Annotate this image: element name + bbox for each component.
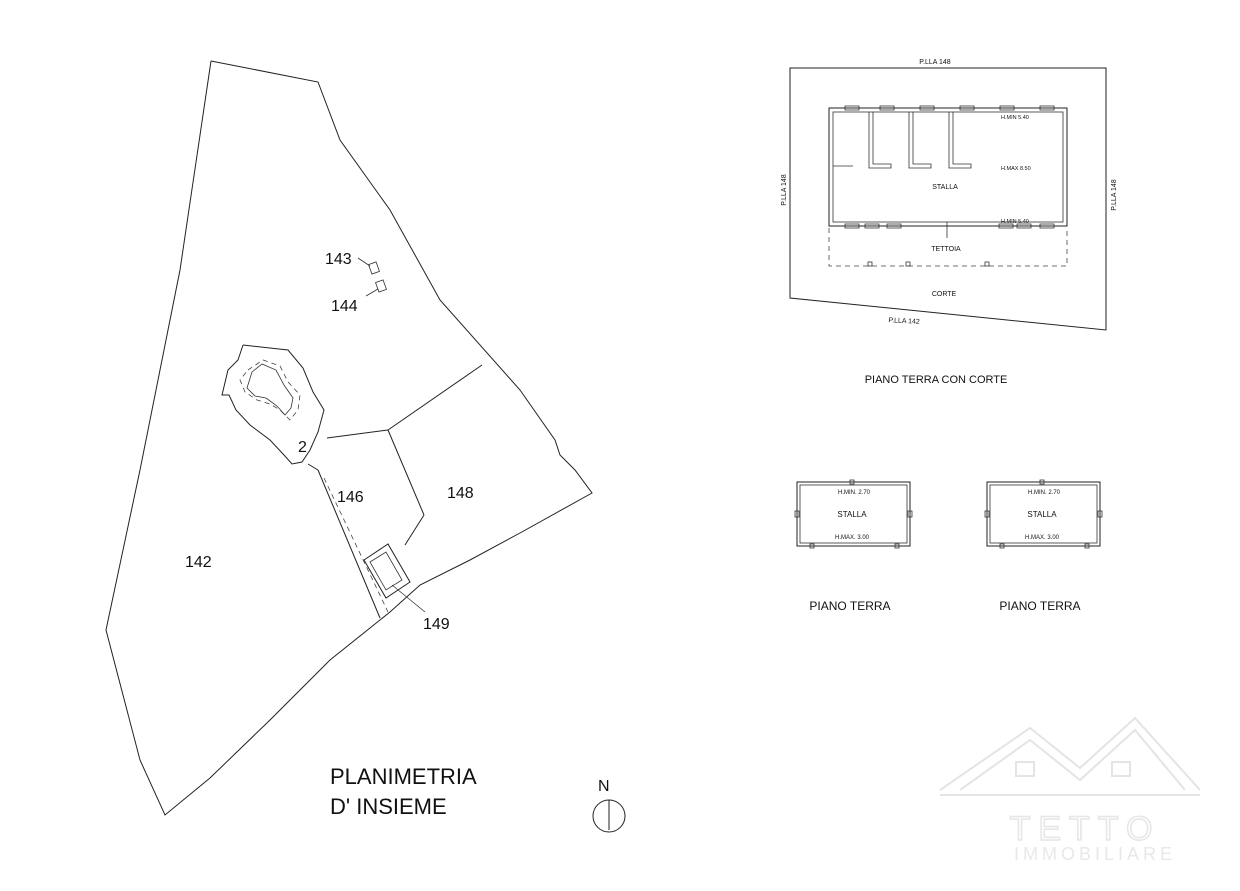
parcel-label-148: 148 bbox=[447, 485, 474, 502]
courtyard-boundary bbox=[789, 67, 1107, 331]
parcel-label-143: 143 bbox=[325, 251, 352, 268]
small-plan-2-room: STALLA bbox=[1027, 510, 1057, 519]
border-label-left: P.LLA 148 bbox=[781, 174, 788, 206]
site-plan: 143 144 2 146 148 142 149 PLANIMETRIA D'… bbox=[105, 60, 626, 833]
site-boundary bbox=[105, 60, 593, 816]
small-plan-2-caption: PIANO TERRA bbox=[999, 599, 1080, 613]
watermark-brand: TETTO bbox=[1010, 810, 1161, 848]
height-label-min-bottom: H.MIN 5.40 bbox=[1001, 219, 1029, 225]
canopy-outline bbox=[828, 228, 1068, 267]
border-label-bottom: P.LLA 142 bbox=[888, 317, 920, 326]
border-label-right: P.LLA 148 bbox=[1111, 179, 1118, 211]
parcel-label-146: 146 bbox=[337, 489, 364, 506]
small-plan-2-hmax: H.MAX. 3.00 bbox=[1025, 535, 1060, 541]
parcel-label-2: 2 bbox=[298, 439, 307, 456]
building-2-dashed bbox=[239, 359, 301, 421]
small-stable-1 bbox=[796, 481, 911, 547]
parcel-label-142: 142 bbox=[185, 554, 212, 571]
parcel-label-144: 144 bbox=[331, 298, 358, 315]
main-plan: P.LLA 148 P.LLA 148 P.LLA 148 P.LLA 142 bbox=[781, 59, 1118, 386]
building-149 bbox=[363, 543, 411, 599]
building-144 bbox=[375, 279, 387, 293]
watermark-logo: TETTO IMMOBILIARE bbox=[939, 716, 1201, 864]
site-plan-title-line2: D' INSIEME bbox=[330, 794, 447, 819]
small-plan-1-room: STALLA bbox=[837, 510, 867, 519]
small-plan-1-hmin: H.MIN. 2.70 bbox=[838, 490, 871, 496]
height-label-max: H.MAX 8.50 bbox=[1001, 166, 1031, 172]
small-plan-1-caption: PIANO TERRA bbox=[809, 599, 890, 613]
north-arrow-icon: N bbox=[592, 778, 626, 833]
building-143 bbox=[368, 261, 380, 275]
main-plan-caption: PIANO TERRA CON CORTE bbox=[865, 374, 1008, 386]
north-label: N bbox=[598, 778, 610, 795]
small-stable-2 bbox=[986, 481, 1101, 547]
small-plan-2: H.MIN. 2.70 STALLA H.MAX. 3.00 PIANO TER… bbox=[984, 479, 1103, 613]
canopy-label: TETTOIA bbox=[931, 246, 961, 253]
height-label-min-top: H.MIN 5.40 bbox=[1001, 115, 1029, 121]
parcel-label-149: 149 bbox=[423, 616, 450, 633]
border-label-top: P.LLA 148 bbox=[919, 59, 951, 66]
small-plan-1-hmax: H.MAX. 3.00 bbox=[835, 535, 870, 541]
courtyard-label: CORTE bbox=[932, 291, 957, 298]
watermark-sub: IMMOBILIARE bbox=[1014, 844, 1176, 864]
room-label-stalla: STALLA bbox=[932, 184, 958, 191]
small-plan-2-hmin: H.MIN. 2.70 bbox=[1028, 490, 1061, 496]
site-plan-title-line1: PLANIMETRIA bbox=[330, 764, 477, 789]
stable-building bbox=[828, 107, 1068, 227]
building-2-outline bbox=[246, 363, 294, 416]
small-plan-1: H.MIN. 2.70 STALLA H.MAX. 3.00 PIANO TER… bbox=[794, 479, 913, 613]
parcel-2-outline bbox=[221, 344, 325, 465]
